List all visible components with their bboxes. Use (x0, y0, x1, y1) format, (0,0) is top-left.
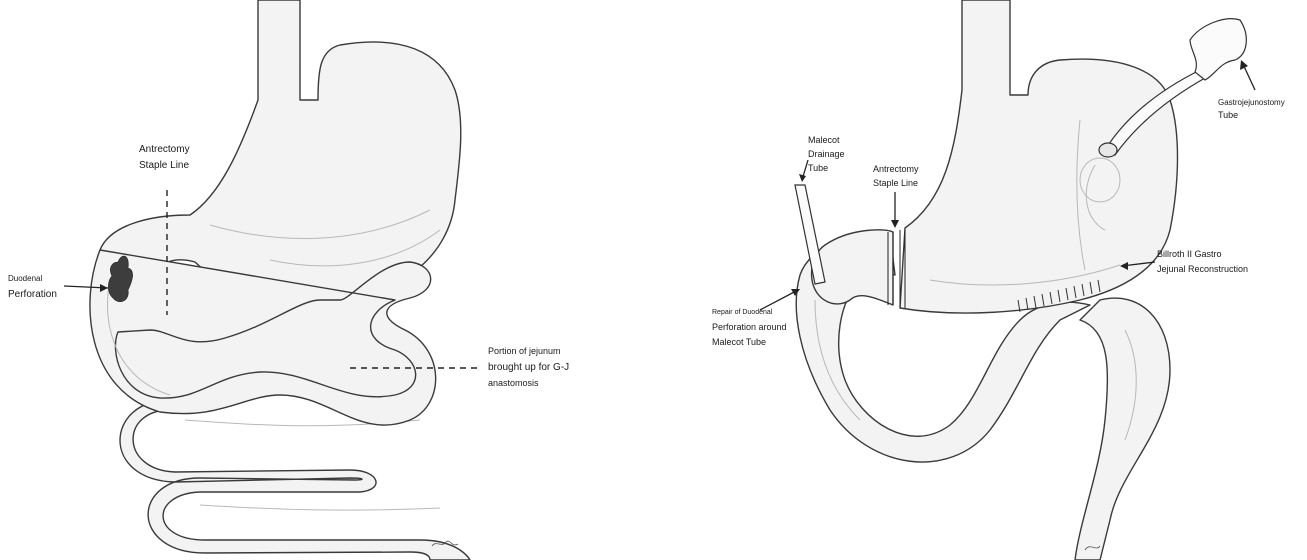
left-jejunum-label-2: brought up for G-J (488, 362, 569, 373)
left-duodenal-label-2: Perforation (8, 289, 57, 300)
right-antrectomy-label-2: Staple Line (873, 178, 918, 188)
right-gastrojejunostomy-label-1: Gastrojejunostomy (1218, 98, 1285, 107)
right-panel: Malecot Drainage Tube Antrectomy Staple … (712, 0, 1285, 560)
right-repair-label-3: Malecot Tube (712, 337, 766, 347)
right-duodenal-stump (812, 230, 893, 305)
right-billroth-label-2: Jejunal Reconstruction (1157, 264, 1248, 274)
right-stomach (900, 0, 1178, 313)
right-repair-label-2: Perforation around (712, 322, 787, 332)
left-panel: Antrectomy Staple Line Duodenal Perforat… (8, 0, 569, 560)
right-gastrojejunostomy-label-2: Tube (1218, 110, 1238, 120)
right-jejunal-limb (1075, 298, 1170, 560)
right-antrectomy-label-1: Antrectomy (873, 164, 919, 174)
left-jejunum-label-3: anastomosis (488, 378, 539, 388)
right-repair-label-1: Repair of Duodenal (712, 309, 773, 316)
left-jejunum-label-1: Portion of jejunum (488, 346, 561, 356)
left-antrectomy-label-2: Staple Line (139, 160, 189, 171)
right-malecot-label-3: Tube (808, 163, 828, 173)
right-malecot-label-1: Malecot (808, 135, 840, 145)
gastrojejunostomy-connector (1190, 19, 1246, 80)
right-malecot-label-2: Drainage (808, 149, 845, 159)
right-billroth-label-1: Billroth II Gastro (1157, 249, 1222, 259)
left-antrectomy-label-1: Antrectomy (139, 144, 190, 155)
left-jejunum-loops (120, 400, 470, 560)
left-duodenal-label-1: Duodenal (8, 274, 42, 283)
